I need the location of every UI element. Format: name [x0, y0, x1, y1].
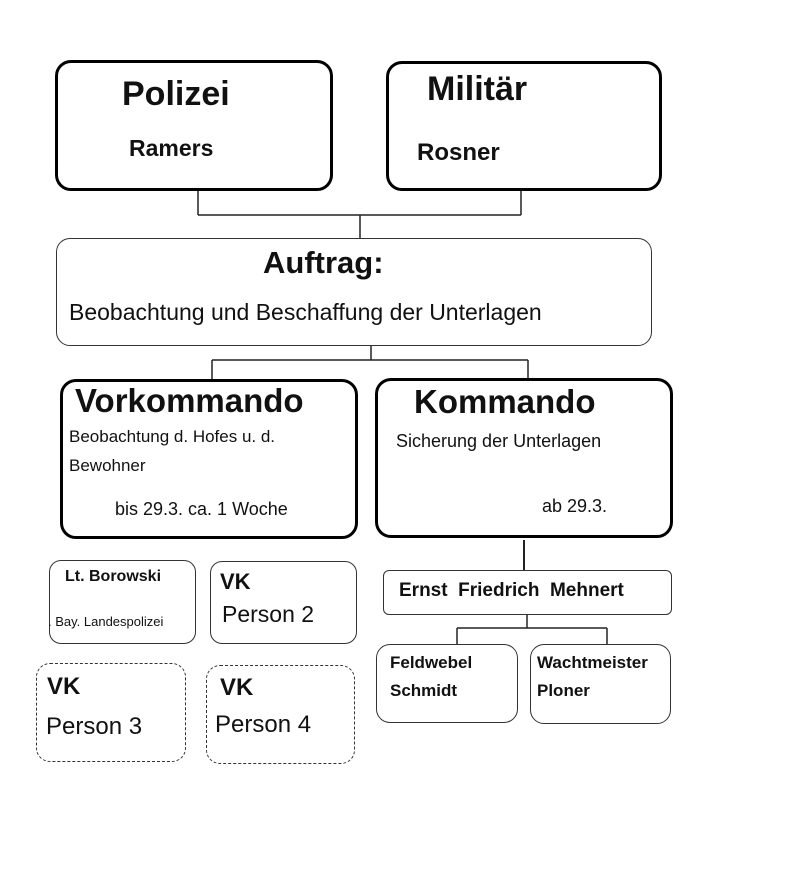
schmidt-name: Schmidt	[390, 681, 458, 700]
ploner-box	[530, 644, 671, 724]
ploner-name: Ploner	[537, 681, 590, 700]
polizei-title: Polizei	[122, 75, 230, 113]
borowski-org: . Bay. Landespolizei	[48, 614, 164, 629]
mehnert-name: Ernst Friedrich Mehnert	[399, 580, 624, 601]
vk-person4-tag: VK	[220, 674, 254, 701]
vorkommando-title: Vorkommando	[75, 382, 304, 419]
vorkommando-task-line1: Beobachtung d. Hofes u. d.	[69, 427, 276, 446]
polizei-name: Ramers	[129, 135, 214, 161]
polizei-box	[55, 60, 333, 191]
mehnert-box	[383, 570, 672, 615]
vorkommando-task-line2: Bewohner	[69, 456, 146, 475]
militaer-title: Militär	[427, 70, 528, 108]
kommando-task: Sicherung der Unterlagen	[396, 431, 602, 451]
schmidt-box	[376, 644, 518, 723]
vk-person4-name: Person 4	[215, 711, 312, 738]
vk-person2-tag: VK	[220, 569, 251, 594]
vk-person3-tag: VK	[47, 673, 81, 700]
kommando-title: Kommando	[414, 383, 596, 420]
militaer-name: Rosner	[417, 139, 500, 166]
vk-person3-name: Person 3	[46, 713, 143, 740]
ploner-rank: Wachtmeister	[537, 653, 648, 672]
auftrag-box	[56, 238, 652, 346]
auftrag-text: Beobachtung und Beschaffung der Unterlag…	[69, 299, 542, 325]
vorkommando-box	[60, 379, 358, 539]
auftrag-title: Auftrag:	[263, 245, 384, 280]
vorkommando-period: bis 29.3. ca. 1 Woche	[115, 499, 288, 519]
borowski-name: Lt. Borowski	[65, 568, 162, 585]
vk-person3-box	[36, 663, 186, 762]
borowski-box	[49, 560, 196, 644]
vk-person2-box	[210, 561, 357, 644]
kommando-box	[375, 378, 673, 538]
vk-person4-box	[206, 665, 355, 764]
vk-person2-name: Person 2	[222, 601, 315, 627]
militaer-box	[386, 61, 662, 191]
kommando-period: ab 29.3.	[542, 496, 608, 516]
schmidt-rank: Feldwebel	[390, 653, 473, 672]
